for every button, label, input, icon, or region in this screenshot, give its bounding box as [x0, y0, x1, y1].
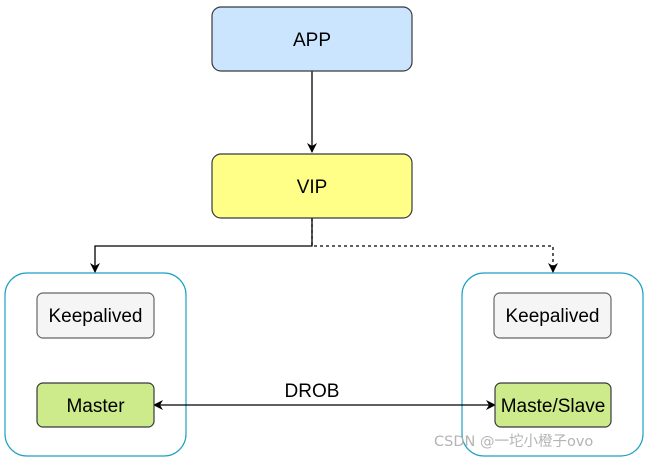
- left-keepalived-node: Keepalived: [36, 292, 155, 339]
- right-keepalived-node: Keepalived: [493, 292, 612, 339]
- right-master-slave-label: Maste/Slave: [501, 396, 606, 417]
- left-master-node: Master: [36, 382, 155, 428]
- right-master-slave-node: Maste/Slave: [494, 382, 612, 428]
- app-node: APP: [211, 6, 413, 72]
- app-label: APP: [293, 30, 331, 51]
- vip-to-left-arrow: [90, 218, 313, 273]
- right-server-group: [461, 272, 644, 457]
- csdn-watermark: CSDN @一坨小橙子ovo: [434, 434, 594, 450]
- vip-label: VIP: [297, 177, 328, 198]
- left-master-label: Master: [66, 396, 125, 417]
- left-server-group: [4, 272, 187, 457]
- left-keepalived-label: Keepalived: [48, 306, 142, 327]
- drob-label: DROB: [285, 381, 340, 402]
- right-keepalived-label: Keepalived: [505, 306, 599, 327]
- vip-node: VIP: [211, 153, 413, 219]
- vip-to-right-dashed-arrow: [311, 218, 558, 273]
